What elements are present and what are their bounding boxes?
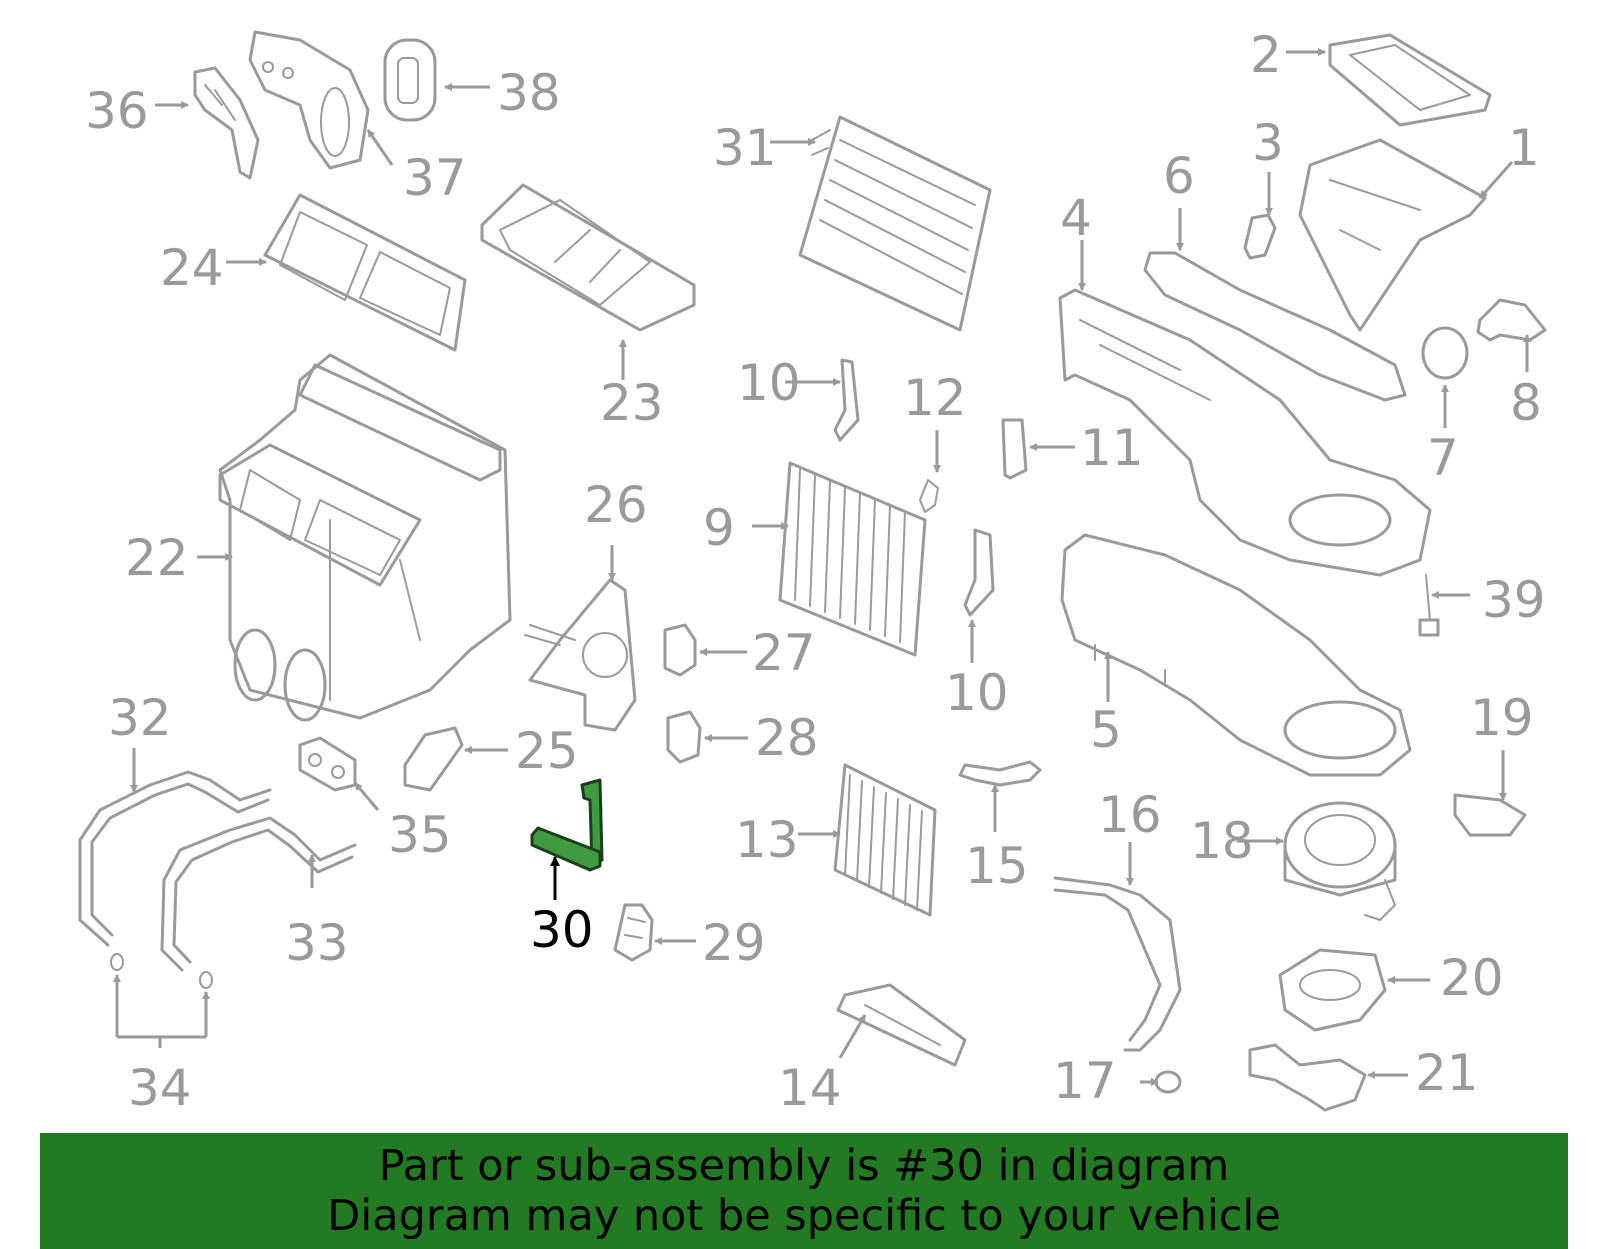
part-28	[666, 710, 702, 764]
part-38	[383, 38, 437, 122]
part-27	[663, 623, 697, 677]
callout-7: 7	[1427, 429, 1459, 487]
callout-17: 17	[1053, 1052, 1117, 1110]
part-39	[1418, 574, 1440, 637]
callout-arrows	[130, 48, 1531, 1086]
callout-34: 34	[128, 1059, 192, 1117]
part-24	[263, 193, 467, 352]
part-17	[1154, 1070, 1182, 1094]
part-33	[160, 816, 357, 972]
callout-13: 13	[735, 811, 799, 869]
part-12	[919, 479, 939, 513]
callout-8: 8	[1510, 374, 1542, 432]
callout-4: 4	[1060, 189, 1092, 247]
part-20	[1278, 948, 1387, 1032]
callout-37: 37	[403, 149, 467, 207]
part-16	[1053, 876, 1182, 1052]
part-18	[1283, 801, 1397, 921]
callout-28: 28	[755, 709, 819, 767]
callout-11: 11	[1080, 419, 1144, 477]
banner-line-1: Part or sub-assembly is #30 in diagram	[378, 1141, 1230, 1191]
callout-38: 38	[497, 64, 561, 122]
callout-19: 19	[1470, 689, 1534, 747]
part-2	[1328, 33, 1492, 127]
callout-12: 12	[903, 369, 967, 427]
part-10-lower	[963, 528, 995, 617]
callout-36: 36	[85, 82, 149, 140]
part-8	[1476, 298, 1547, 342]
callout-14: 14	[778, 1059, 842, 1117]
part-4	[1058, 288, 1432, 577]
callout-15: 15	[965, 837, 1029, 895]
part-32	[78, 770, 272, 947]
callout-26: 26	[584, 476, 648, 534]
callout-23: 23	[600, 374, 664, 432]
part-36	[193, 66, 260, 180]
callout-5: 5	[1090, 701, 1122, 759]
part-7	[1421, 326, 1469, 380]
callout-21: 21	[1415, 1044, 1479, 1102]
part-15	[958, 760, 1042, 787]
part-13	[833, 763, 937, 917]
callout-31: 31	[713, 119, 777, 177]
part-35	[298, 736, 357, 792]
info-banner: Part or sub-assembly is #30 in diagram D…	[40, 1133, 1568, 1249]
callout-30-highlighted: 30	[530, 901, 594, 959]
part-26	[524, 578, 637, 732]
callout-1: 1	[1508, 119, 1540, 177]
callout-39: 39	[1482, 571, 1546, 629]
part-10-upper	[833, 358, 860, 442]
part-14	[836, 983, 967, 1067]
part-34	[110, 953, 213, 1048]
callout-32: 32	[108, 689, 172, 747]
callout-20: 20	[1440, 949, 1504, 1007]
part-21	[1248, 1043, 1367, 1112]
part-19	[1453, 793, 1527, 837]
callout-2: 2	[1250, 26, 1282, 84]
part-1	[1298, 138, 1487, 332]
part-22	[218, 353, 512, 722]
callout-24: 24	[160, 239, 224, 297]
part-37	[248, 30, 370, 170]
part-25	[403, 726, 464, 792]
callout-35: 35	[388, 806, 452, 864]
callout-33: 33	[285, 914, 349, 972]
part-6	[1143, 251, 1407, 402]
part-3	[1243, 213, 1277, 260]
callout-18: 18	[1190, 812, 1254, 870]
callout-6: 6	[1163, 147, 1195, 205]
parts-diagram: 1 2 3 4 5 6 7 8 9 10 10 11 12 13 14 15 1…	[78, 26, 1547, 1117]
callout-labels: 1 2 3 4 5 6 7 8 9 10 10 11 12 13 14 15 1…	[85, 26, 1546, 1117]
callout-29: 29	[702, 914, 766, 972]
callout-25: 25	[515, 722, 579, 780]
callout-3: 3	[1252, 114, 1284, 172]
part-30-highlighted	[530, 778, 604, 872]
callout-27: 27	[752, 624, 816, 682]
callout-22: 22	[125, 529, 189, 587]
callout-10a: 10	[737, 354, 801, 412]
part-31	[798, 115, 992, 332]
callout-10b: 10	[945, 664, 1009, 722]
callout-16: 16	[1098, 786, 1162, 844]
banner-line-2: Diagram may not be specific to your vehi…	[327, 1191, 1281, 1241]
part-11	[1001, 418, 1028, 480]
part-23	[480, 183, 696, 332]
part-9	[778, 461, 927, 657]
callout-9: 9	[703, 499, 735, 557]
part-29	[613, 903, 654, 962]
